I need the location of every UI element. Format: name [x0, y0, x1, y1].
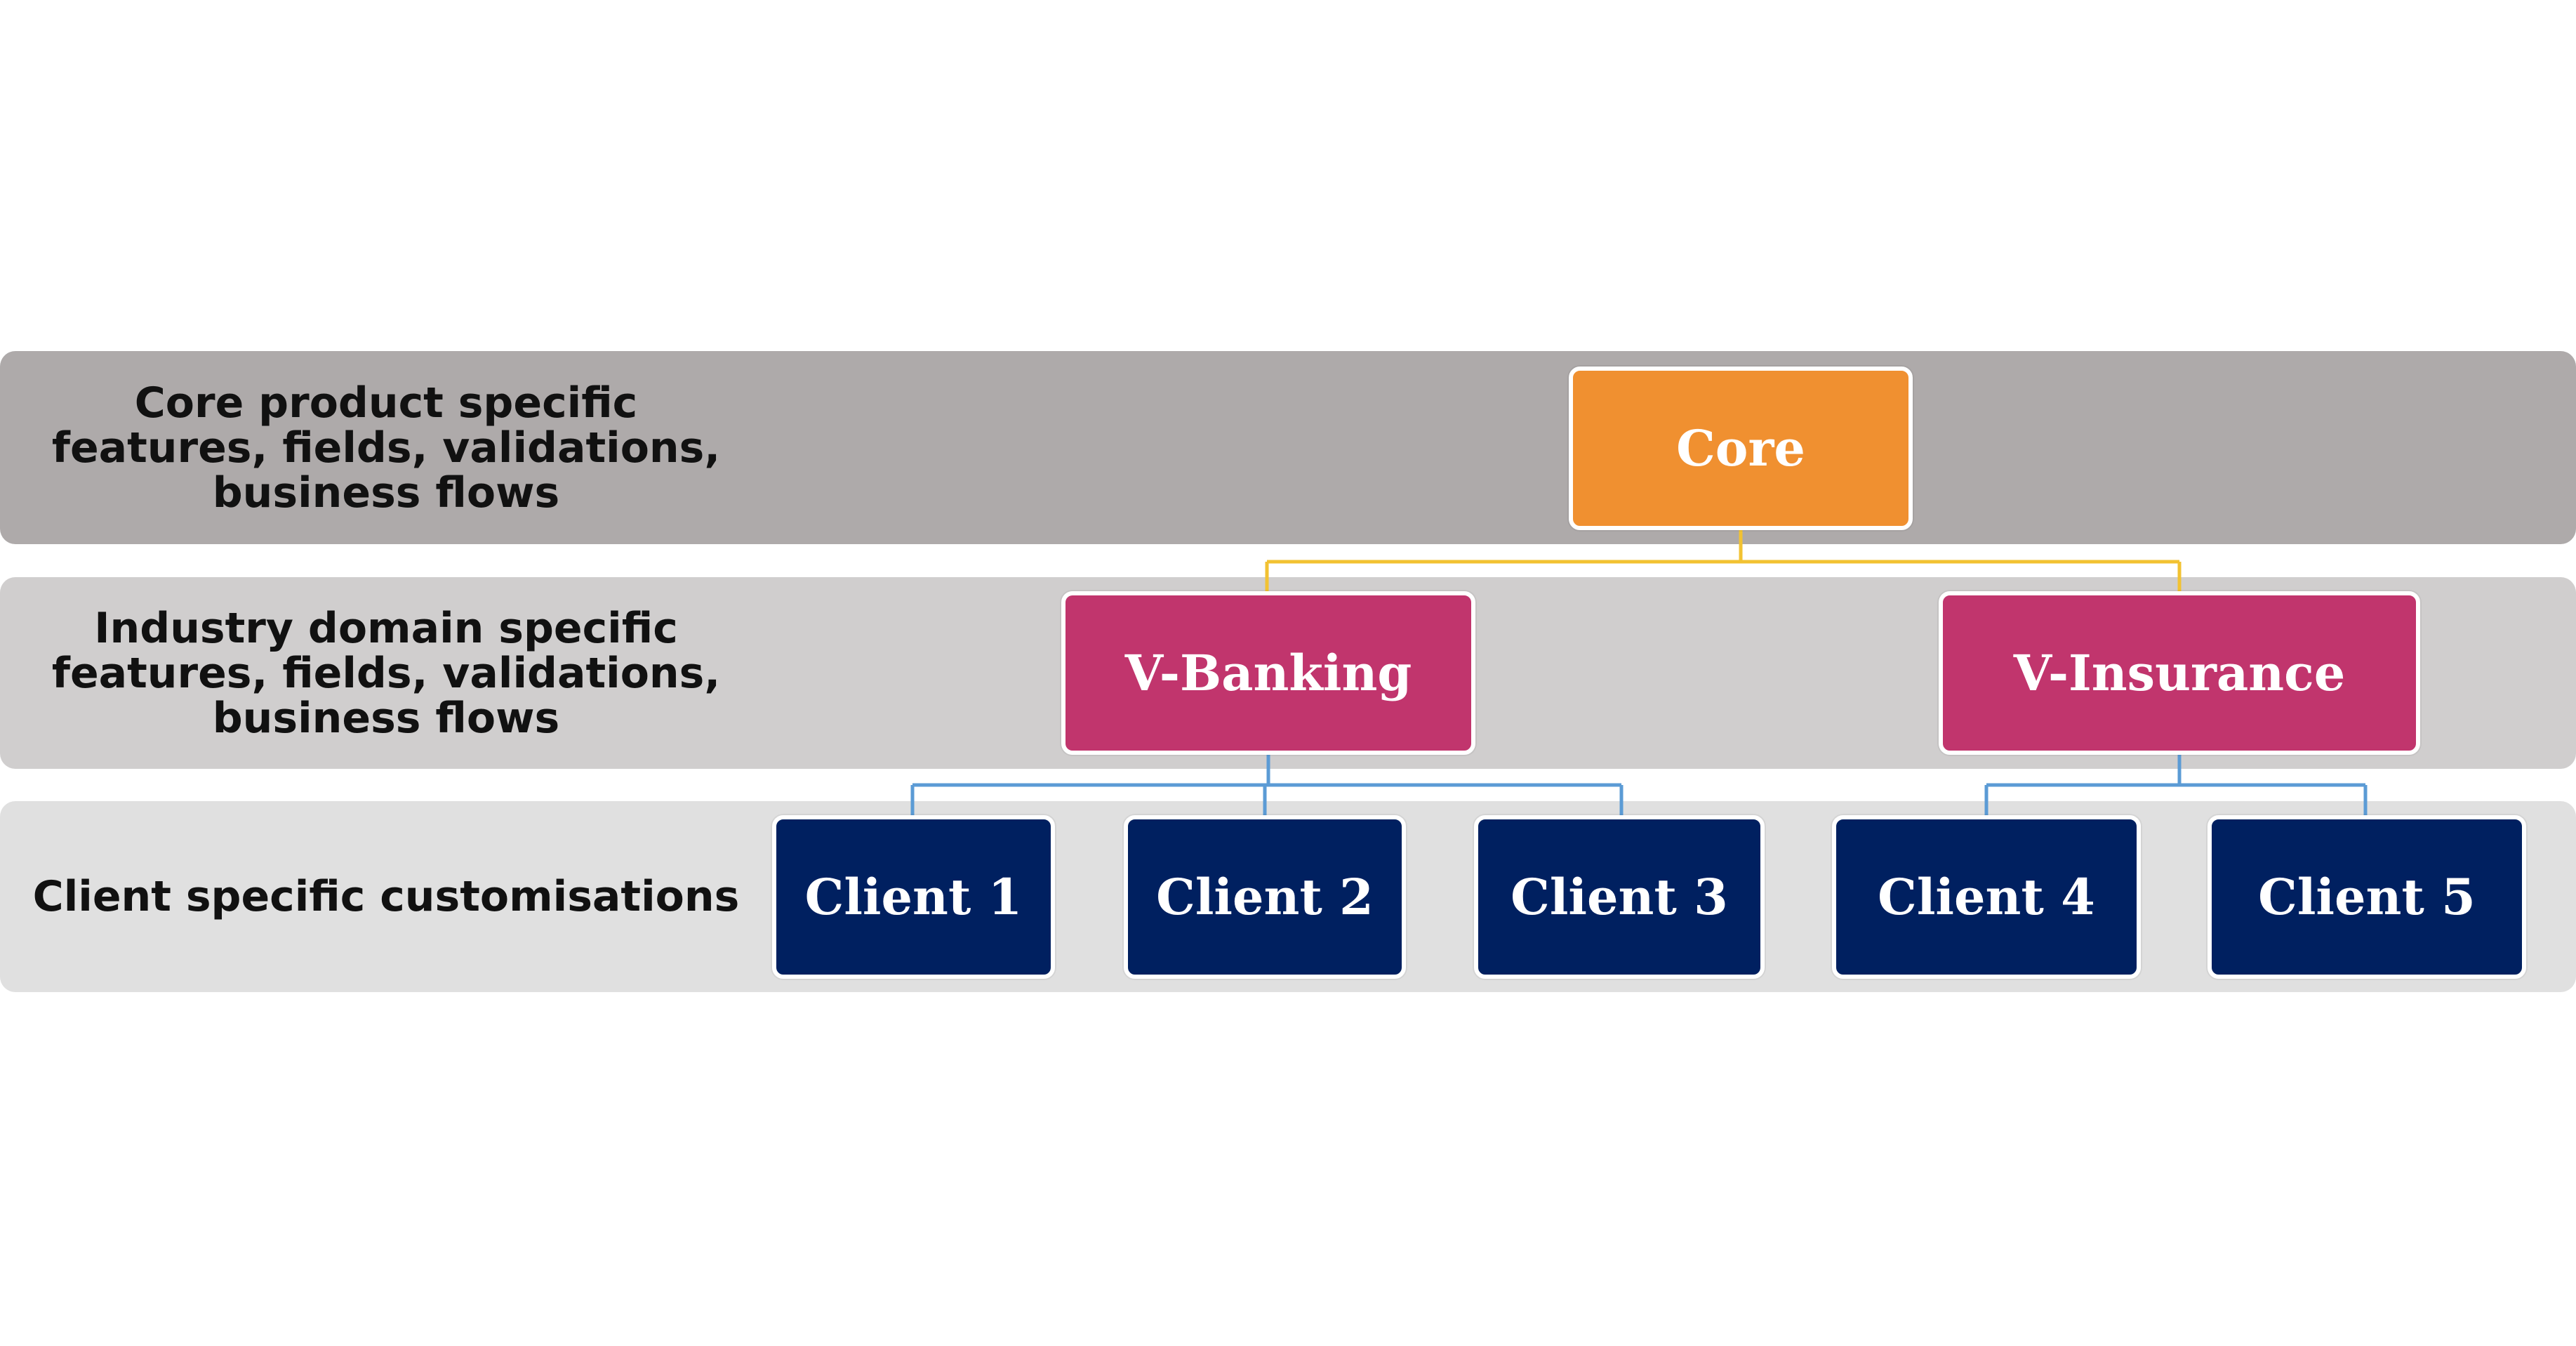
client-4-node: Client 4 — [1832, 815, 2141, 979]
v-banking-node: V-Banking — [1061, 591, 1475, 755]
client-3-node: Client 3 — [1474, 815, 1765, 979]
band-core — [0, 351, 2576, 544]
band-label-industry: Industry domain specific features, field… — [51, 603, 721, 743]
band-label-client: Client specific customisations — [32, 872, 740, 921]
v-insurance-node: V-Insurance — [1939, 591, 2420, 755]
band-label-core: Core product specific features, fields, … — [51, 378, 721, 517]
industry-connectors — [910, 751, 2368, 818]
client-1-node: Client 1 — [772, 815, 1055, 979]
core-connectors — [1265, 527, 2182, 593]
client-5-node: Client 5 — [2207, 815, 2526, 979]
core-node: Core — [1569, 367, 1913, 530]
client-2-node: Client 2 — [1124, 815, 1406, 979]
